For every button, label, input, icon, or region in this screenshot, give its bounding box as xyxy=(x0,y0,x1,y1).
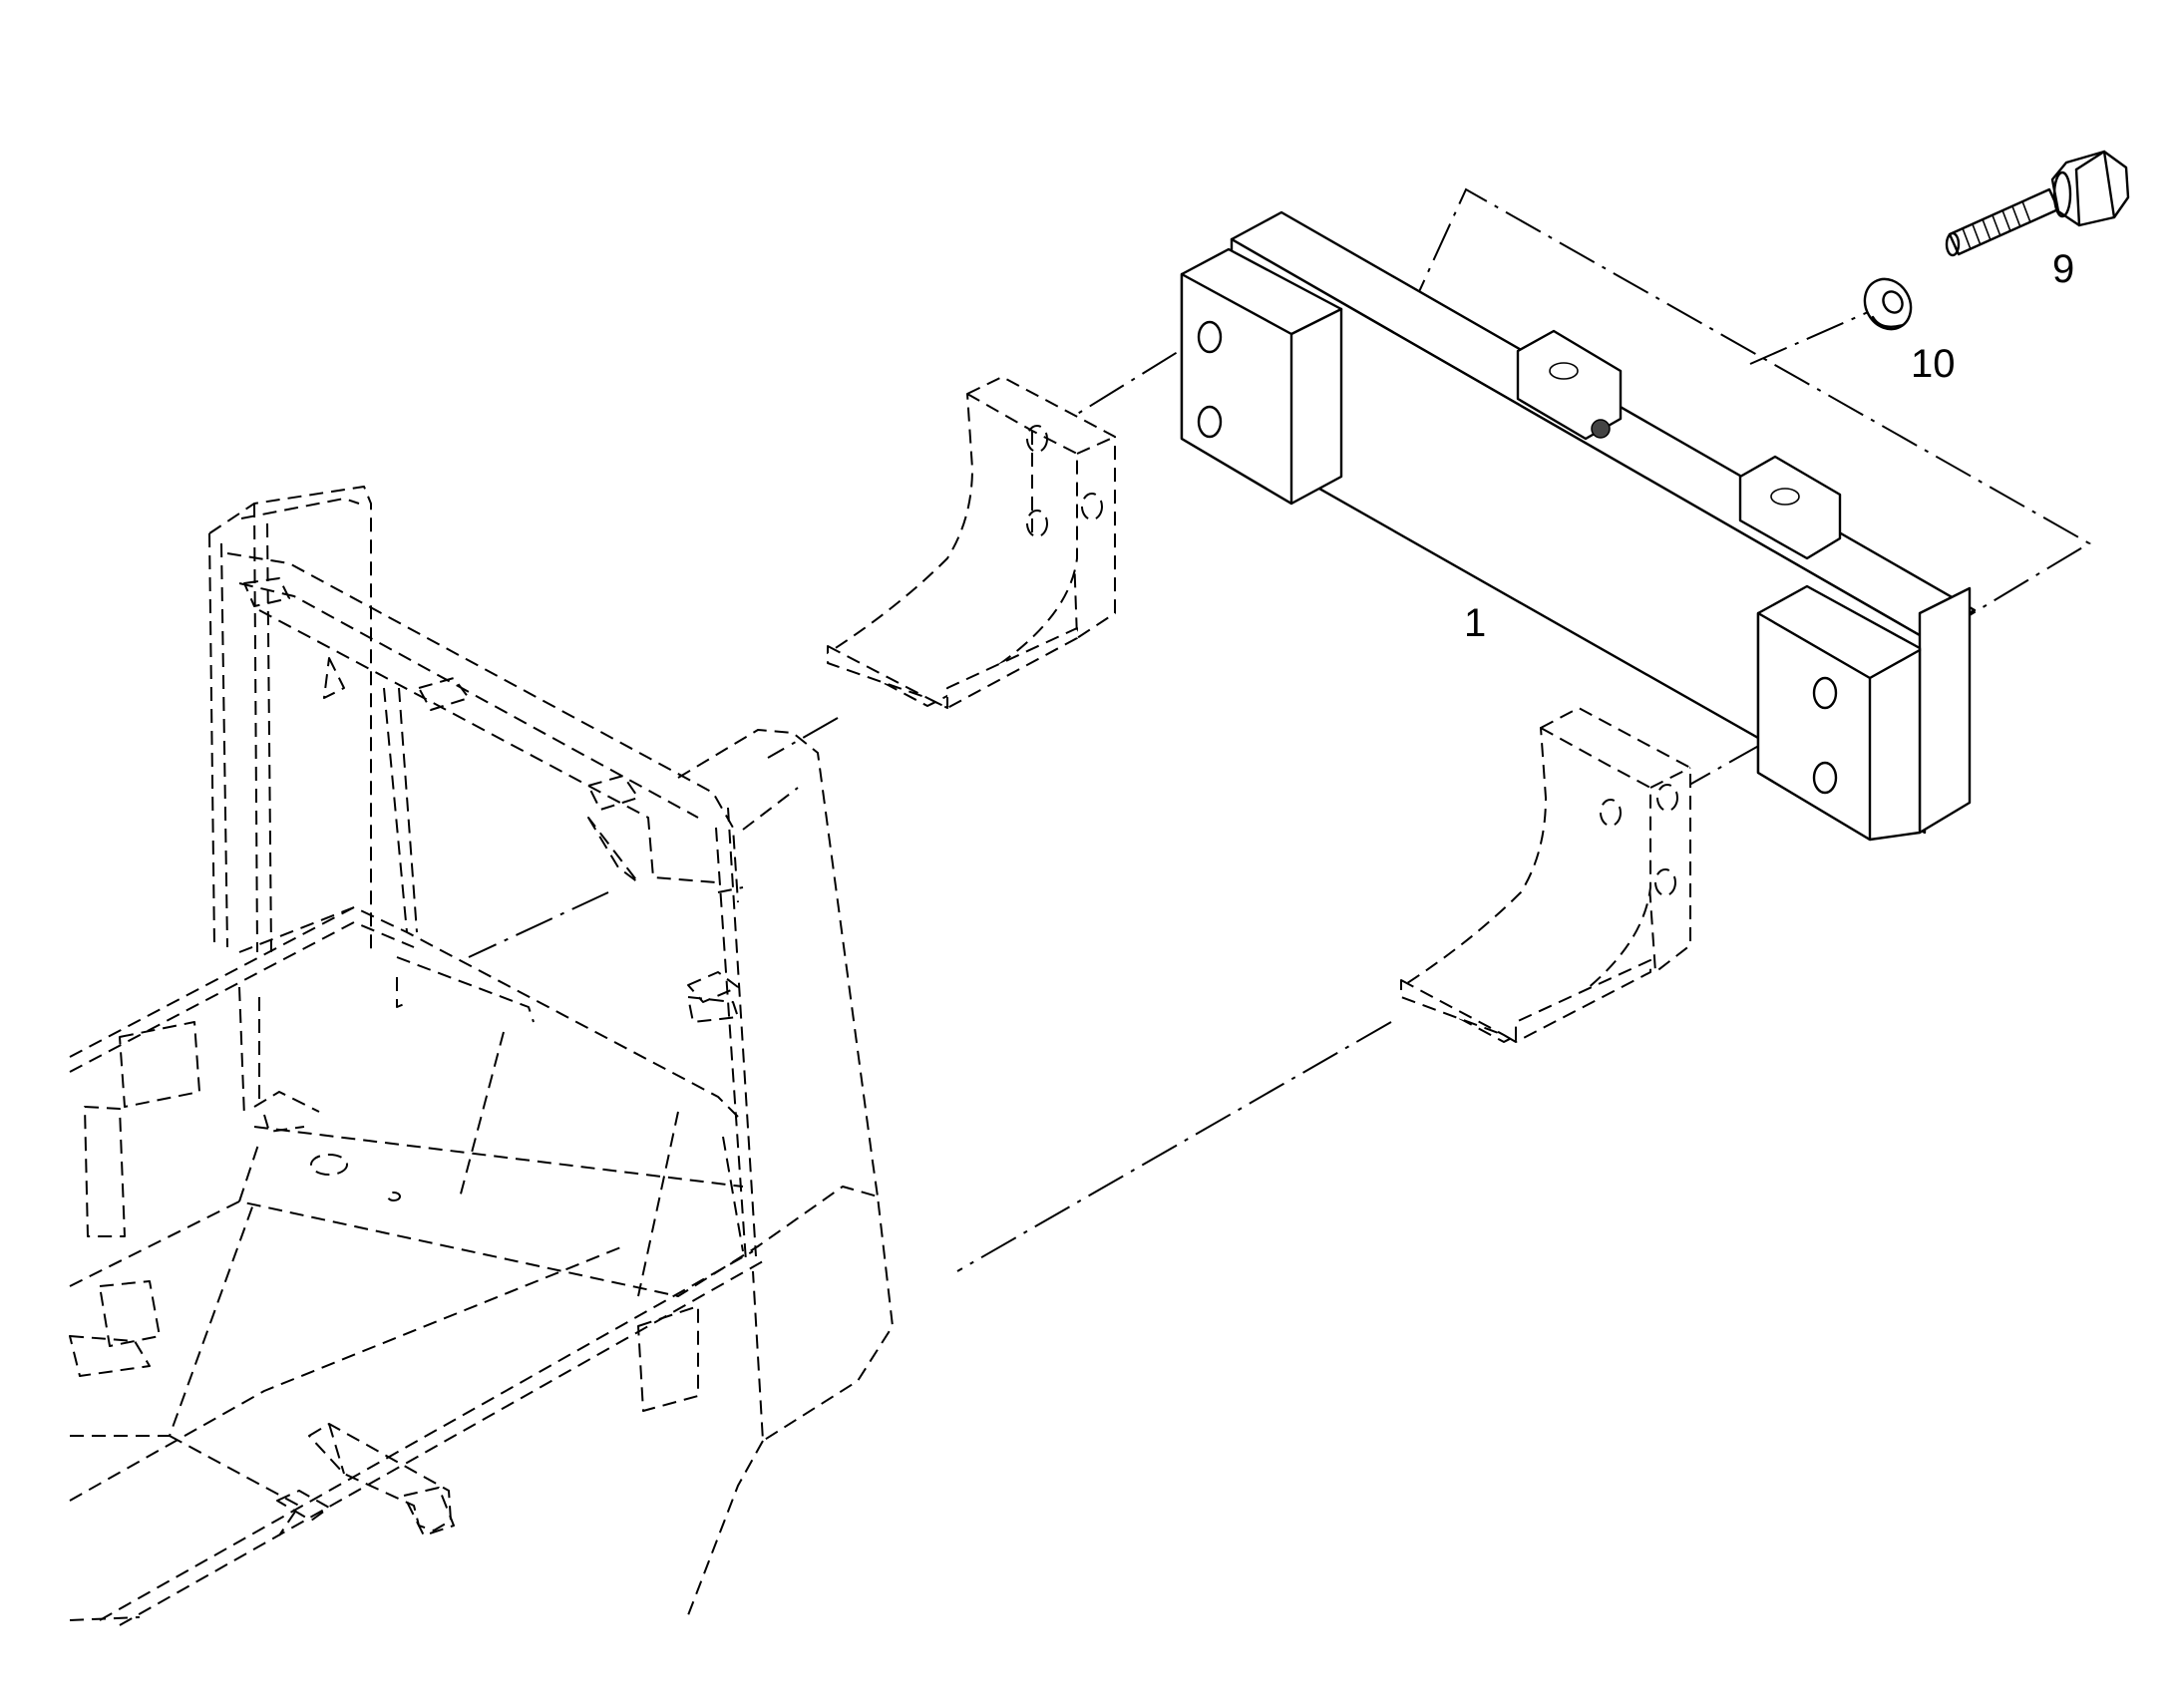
washer-icon xyxy=(1863,277,1913,331)
callout-label-washer: 10 xyxy=(1911,342,1956,386)
frame-side-details xyxy=(69,996,739,1412)
beam-right-end-block xyxy=(1756,584,1972,842)
main-beam-part xyxy=(1180,210,1977,842)
right-mounting-bracket xyxy=(1400,707,1691,1043)
frame-mount-tabs xyxy=(243,577,739,1003)
machine-frame xyxy=(69,486,894,1626)
grease-fitting xyxy=(1591,419,1611,439)
frame-bottom-lug xyxy=(276,1423,455,1537)
bolt-icon xyxy=(1945,150,2130,257)
beam-left-end-block xyxy=(1180,247,1343,506)
callout-label-main-beam: 1 xyxy=(1464,601,1486,645)
callout-labels: 1 9 10 xyxy=(1464,247,2074,645)
beam-rear-lug xyxy=(1516,329,1842,560)
left-mounting-bracket xyxy=(827,376,1116,709)
callout-label-bolt: 9 xyxy=(2052,247,2074,291)
